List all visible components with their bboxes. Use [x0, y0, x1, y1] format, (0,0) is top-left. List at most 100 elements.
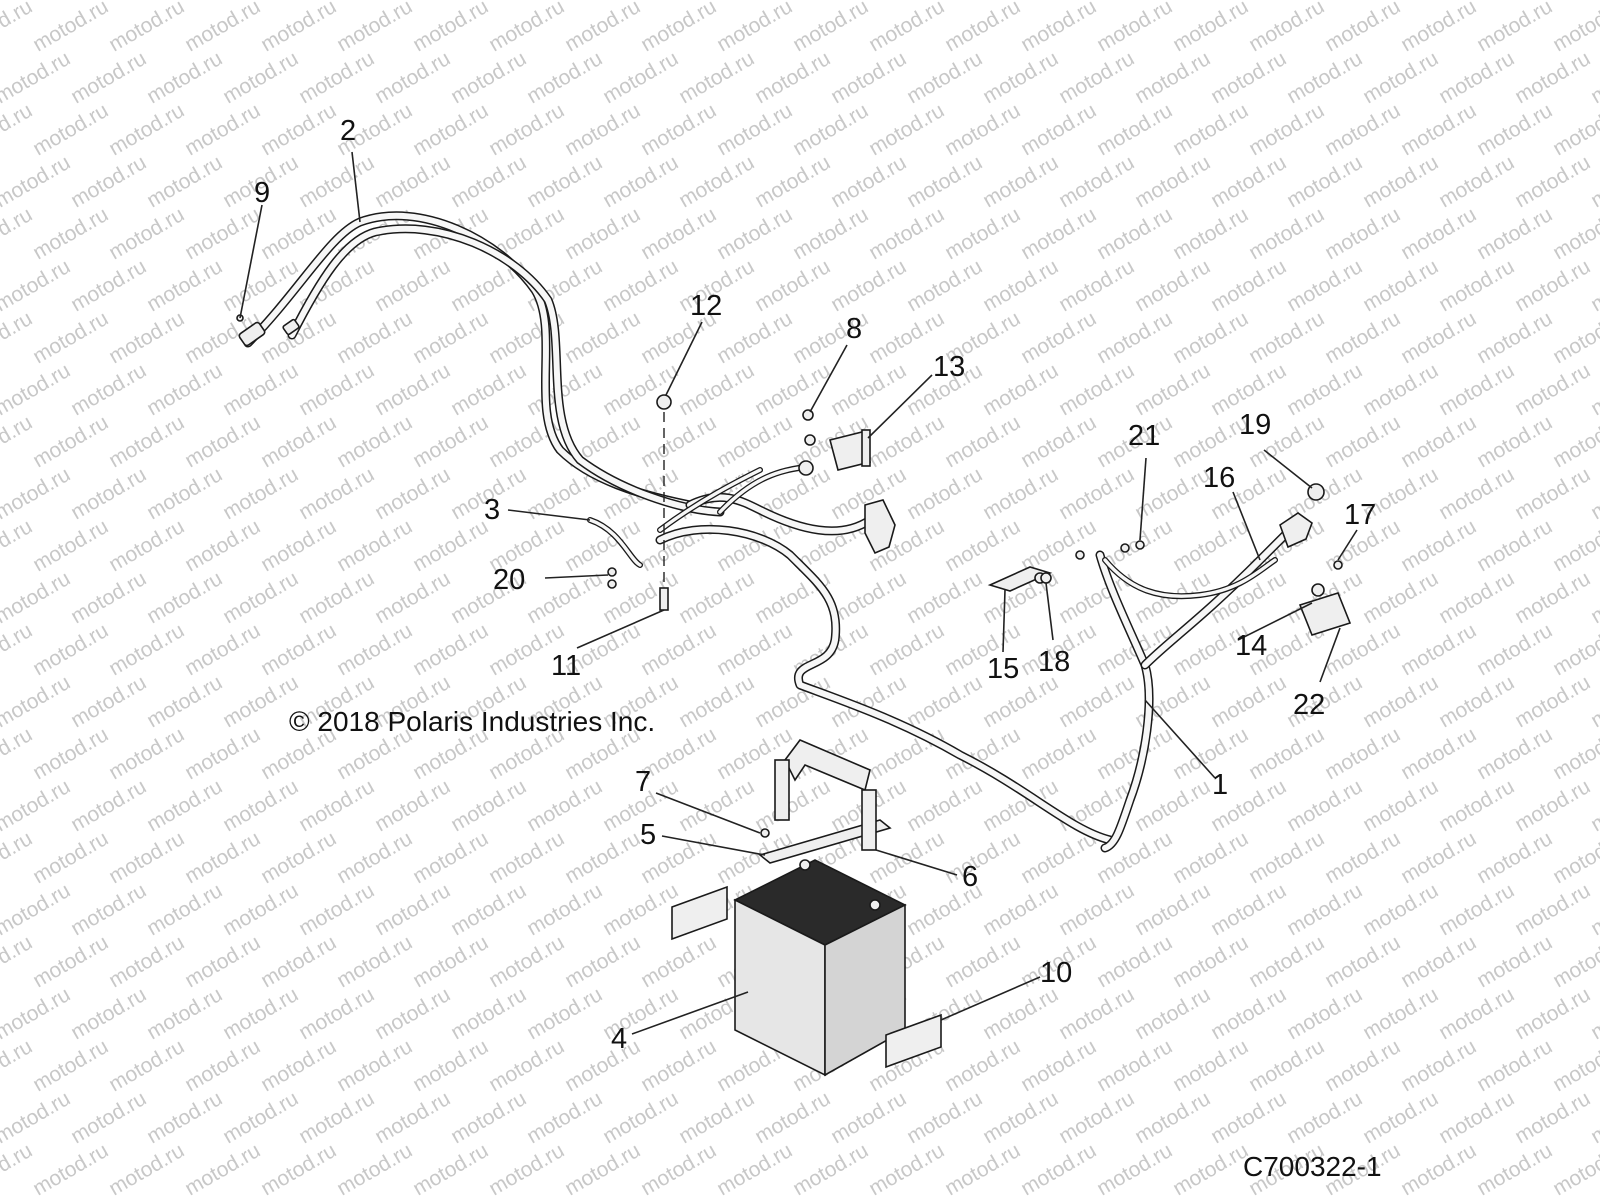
- watermark-text: motod.ru: [371, 463, 454, 524]
- watermark-text: motod.ru: [105, 723, 188, 784]
- watermark-text: motod.ru: [1093, 99, 1176, 160]
- callout-7: 7: [635, 766, 651, 798]
- watermark-text: motod.ru: [0, 411, 36, 472]
- callout-8: 8: [846, 313, 862, 345]
- watermark-text: motod.ru: [29, 1139, 112, 1200]
- watermark-text: motod.ru: [865, 0, 948, 56]
- watermark-text: motod.ru: [561, 99, 644, 160]
- watermark-text: motod.ru: [1131, 0, 1214, 4]
- watermark-text: motod.ru: [1473, 0, 1556, 56]
- watermark-text: motod.ru: [371, 879, 454, 940]
- watermark-text: motod.ru: [485, 1035, 568, 1096]
- watermark-text: motod.ru: [1435, 671, 1518, 732]
- watermark-text: motod.ru: [67, 671, 150, 732]
- watermark-text: motod.ru: [1245, 0, 1328, 56]
- relay-13: [829, 429, 871, 471]
- watermark-text: motod.ru: [1511, 359, 1594, 420]
- watermark-text: motod.ru: [1017, 723, 1100, 784]
- watermark-text: motod.ru: [637, 0, 720, 56]
- watermark-text: motod.ru: [67, 47, 150, 108]
- watermark-text: motod.ru: [67, 1087, 150, 1148]
- watermark-text: motod.ru: [941, 0, 1024, 56]
- watermark-text: motod.ru: [1245, 99, 1328, 160]
- callout-3: 3: [484, 494, 500, 526]
- watermark-text: motod.ru: [523, 151, 606, 212]
- watermark-text: motod.ru: [371, 255, 454, 316]
- watermark-text: motod.ru: [1321, 723, 1404, 784]
- watermark-text: motod.ru: [1017, 307, 1100, 368]
- watermark-text: motod.ru: [1359, 255, 1442, 316]
- cable-1: [1095, 512, 1313, 853]
- watermark-text: motod.ru: [713, 1139, 796, 1200]
- watermark-text: motod.ru: [751, 671, 834, 732]
- watermark-text: motod.ru: [0, 515, 36, 576]
- watermark-text: motod.ru: [1511, 879, 1594, 940]
- watermark-text: motod.ru: [0, 827, 36, 888]
- callout-16: 16: [1203, 462, 1235, 494]
- callout-12: 12: [690, 290, 722, 322]
- watermark-text: motod.ru: [1359, 775, 1442, 836]
- watermark-text: motod.ru: [1359, 1087, 1442, 1148]
- watermark-text: motod.ru: [1017, 411, 1100, 472]
- watermark-text: motod.ru: [181, 723, 264, 784]
- watermark-text: motod.ru: [219, 567, 302, 628]
- watermark-text: motod.ru: [1435, 359, 1518, 420]
- watermark-text: motod.ru: [219, 0, 302, 4]
- watermark-text: motod.ru: [1473, 619, 1556, 680]
- watermark-text: motod.ru: [1131, 255, 1214, 316]
- watermark-text: motod.ru: [143, 879, 226, 940]
- watermark-text: motod.ru: [1055, 463, 1138, 524]
- watermark-text: motod.ru: [371, 1087, 454, 1148]
- callout-5: 5: [640, 819, 656, 851]
- watermark-text: motod.ru: [941, 99, 1024, 160]
- watermark-text: motod.ru: [1397, 411, 1480, 472]
- callout-15: 15: [987, 653, 1019, 685]
- watermark-text: motod.ru: [67, 463, 150, 524]
- watermark-text: motod.ru: [903, 463, 986, 524]
- watermark-text: motod.ru: [257, 0, 340, 56]
- watermark-text: motod.ru: [561, 931, 644, 992]
- watermark-text: motod.ru: [903, 255, 986, 316]
- watermark-text: motod.ru: [1169, 203, 1252, 264]
- watermark-text: motod.ru: [1093, 0, 1176, 56]
- watermark-text: motod.ru: [1435, 567, 1518, 628]
- watermark-text: motod.ru: [903, 47, 986, 108]
- watermark-text: motod.ru: [143, 255, 226, 316]
- watermark-text: motod.ru: [105, 0, 188, 56]
- watermark-text: motod.ru: [0, 931, 36, 992]
- callout-21: 21: [1128, 420, 1160, 452]
- watermark-text: motod.ru: [219, 255, 302, 316]
- watermark-text: motod.ru: [257, 515, 340, 576]
- watermark-text: motod.ru: [941, 1035, 1024, 1096]
- watermark-text: motod.ru: [105, 1139, 188, 1200]
- watermark-text: motod.ru: [181, 827, 264, 888]
- watermark-text: motod.ru: [333, 307, 416, 368]
- watermark-text: motod.ru: [941, 203, 1024, 264]
- watermark-text: motod.ru: [1587, 463, 1600, 524]
- watermark-text: motod.ru: [1359, 879, 1442, 940]
- watermark-text: motod.ru: [1587, 151, 1600, 212]
- watermark-text: motod.ru: [1359, 567, 1442, 628]
- watermark-text: motod.ru: [1017, 0, 1100, 56]
- watermark-text: motod.ru: [29, 1035, 112, 1096]
- watermark-text: motod.ru: [295, 983, 378, 1044]
- watermark-text: motod.ru: [1435, 255, 1518, 316]
- watermark-text: motod.ru: [67, 151, 150, 212]
- watermark-text: motod.ru: [1207, 983, 1290, 1044]
- watermark-text: motod.ru: [1359, 0, 1442, 4]
- watermark-text: motod.ru: [979, 879, 1062, 940]
- watermark-text: motod.ru: [0, 359, 74, 420]
- watermark-text: motod.ru: [1473, 99, 1556, 160]
- watermark-text: motod.ru: [1435, 0, 1518, 4]
- watermark-text: motod.ru: [979, 463, 1062, 524]
- watermark-text: motod.ru: [29, 931, 112, 992]
- watermark-text: motod.ru: [1473, 411, 1556, 472]
- watermark-text: motod.ru: [409, 1139, 492, 1200]
- watermark-text: motod.ru: [143, 47, 226, 108]
- watermark-text: motod.ru: [1055, 1087, 1138, 1148]
- watermark-text: motod.ru: [1321, 411, 1404, 472]
- watermark-text: motod.ru: [599, 879, 682, 940]
- watermark-text: motod.ru: [0, 463, 74, 524]
- watermark-text: motod.ru: [675, 671, 758, 732]
- watermark-text: motod.ru: [599, 0, 682, 4]
